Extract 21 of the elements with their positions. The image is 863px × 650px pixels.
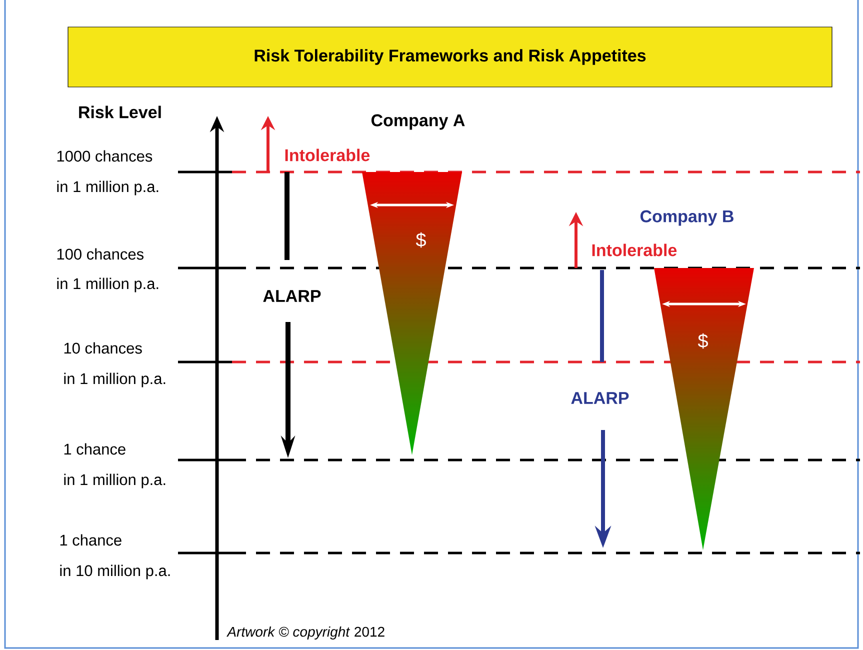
zone-label: ALARP bbox=[571, 392, 629, 404]
risk-level-label: in 1 million p.a. bbox=[64, 474, 166, 488]
risk-level-label: 1 chance bbox=[60, 534, 122, 546]
axis-title: Risk Level bbox=[79, 106, 161, 118]
title-banner: Risk Tolerability Frameworks and Risk Appetites bbox=[68, 26, 832, 88]
zone-label: Intolerable bbox=[592, 244, 677, 256]
risk-level-label: 10 chances bbox=[64, 342, 142, 354]
risk-level-label: in 1 million p.a. bbox=[64, 372, 166, 388]
risk-level-label: in 10 million p.a. bbox=[60, 564, 170, 580]
company-label: Company B bbox=[640, 210, 734, 226]
risk-level-label: 100 chances bbox=[57, 248, 144, 260]
dollar-sign: $ bbox=[416, 232, 426, 248]
zone-label: ALARP bbox=[263, 290, 321, 302]
risk-level-label: 1000 chances bbox=[57, 150, 152, 162]
risk-level-label: in 1 million p.a. bbox=[57, 278, 158, 292]
zone-label: Intolerable bbox=[285, 148, 370, 162]
risk-level-label: in 1 million p.a. bbox=[57, 180, 158, 196]
dollar-sign: $ bbox=[698, 333, 708, 349]
company-label: Company A bbox=[371, 114, 465, 130]
copyright-note: Artwork © copyright 2012 bbox=[226, 626, 384, 640]
risk-level-label: 1 chance bbox=[64, 443, 126, 455]
